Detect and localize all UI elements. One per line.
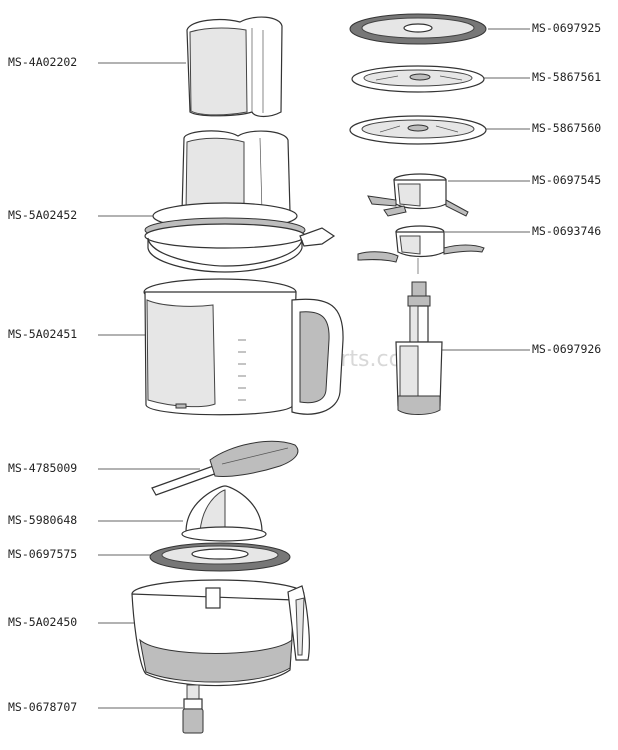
- part-label-right-3: MS-5867560: [532, 121, 601, 135]
- drive-adaptor-drawing: [182, 684, 204, 734]
- part-label-left-8: MS-0678707: [8, 700, 77, 714]
- disc-grater-drawing: [349, 13, 487, 45]
- part-label-left-6: MS-0697575: [8, 547, 77, 561]
- strainer-ring-drawing: [149, 542, 291, 572]
- drive-shaft-drawing: [395, 281, 443, 415]
- part-label-right-1: MS-0697925: [532, 21, 601, 35]
- juicer-bowl-drawing: [131, 579, 310, 687]
- part-label-left-1: MS-4A02202: [8, 55, 77, 69]
- juicer-cone-drawing: [181, 485, 267, 542]
- part-label-left-2: MS-5A02452: [8, 208, 77, 222]
- right-labels: MS-0697925 MS-5867561 MS-5867560 MS-0697…: [440, 21, 601, 356]
- pusher-drawing: [186, 16, 283, 118]
- disc-slicer-fine-drawing: [351, 65, 485, 93]
- left-labels: MS-4A02202 MS-5A02452 MS-5A02451 MS-4785…: [8, 55, 200, 714]
- part-label-right-4: MS-0697545: [532, 173, 601, 187]
- part-label-left-5: MS-5980648: [8, 513, 77, 527]
- part-label-right-5: MS-0693746: [532, 224, 601, 238]
- part-label-left-3: MS-5A02451: [8, 327, 77, 341]
- blade-assembly-drawing: [357, 225, 485, 274]
- part-label-right-6: MS-0697926: [532, 342, 601, 356]
- part-label-left-4: MS-4785009: [8, 461, 77, 475]
- bowl-drawing: [143, 278, 344, 416]
- emulsifying-disc-drawing: [367, 173, 469, 217]
- part-label-left-7: MS-5A02450: [8, 615, 77, 629]
- spatula-drawing: [151, 440, 299, 496]
- disc-slicer-coarse-drawing: [349, 115, 487, 145]
- lid-feed-tube-drawing: [144, 130, 336, 273]
- part-label-right-2: MS-5867561: [532, 70, 601, 84]
